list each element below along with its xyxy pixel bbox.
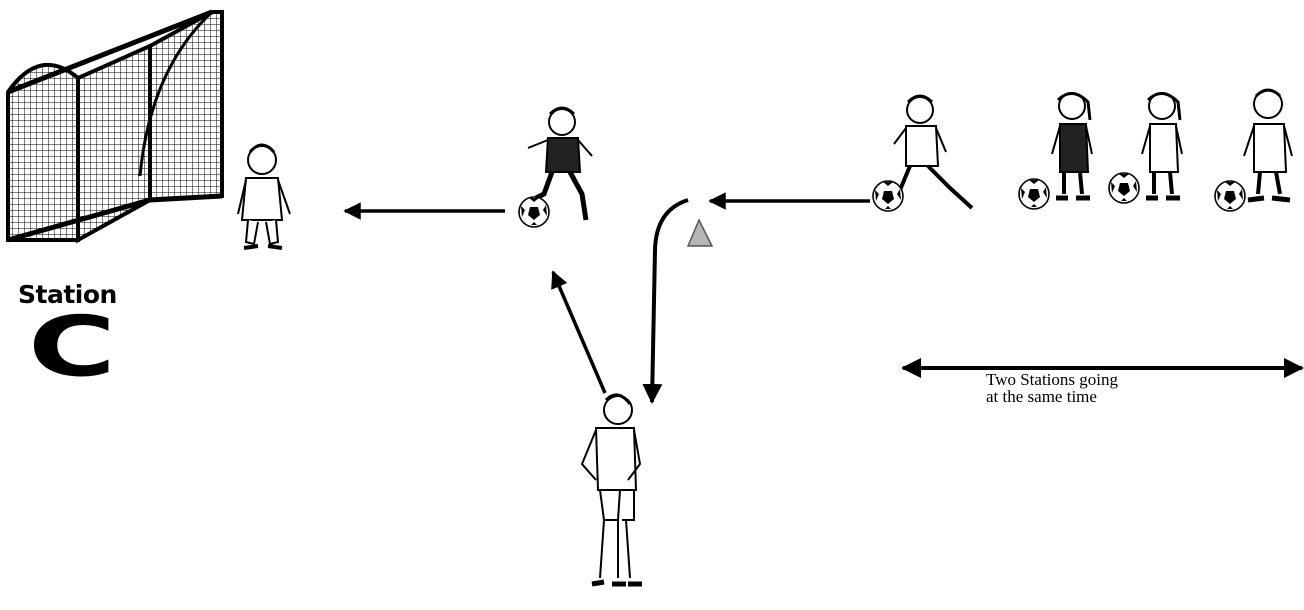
- soccer-ball-icon: [1214, 180, 1246, 212]
- soccer-ball-icon: [872, 180, 904, 212]
- soccer-ball-icon: [1018, 178, 1050, 210]
- station-title: Station: [18, 280, 117, 309]
- note-text: Two Stations going at the same time: [986, 370, 1118, 406]
- passing-player-icon: [580, 393, 642, 587]
- run-arrow: [642, 198, 689, 404]
- station-letter: C: [28, 299, 117, 396]
- soccer-ball-icon: [518, 196, 550, 228]
- pass-arrow: [551, 270, 607, 394]
- goalkeeper-icon: [237, 143, 291, 250]
- goal-net-icon: [6, 9, 224, 244]
- waiting-player-icon: [1141, 92, 1183, 201]
- cone-icon: [686, 218, 714, 247]
- dribbling-player-icon: [527, 106, 593, 221]
- waiting-player-icon: [1051, 92, 1093, 201]
- waiting-player-icon: [1243, 88, 1293, 203]
- soccer-ball-icon: [1108, 172, 1140, 204]
